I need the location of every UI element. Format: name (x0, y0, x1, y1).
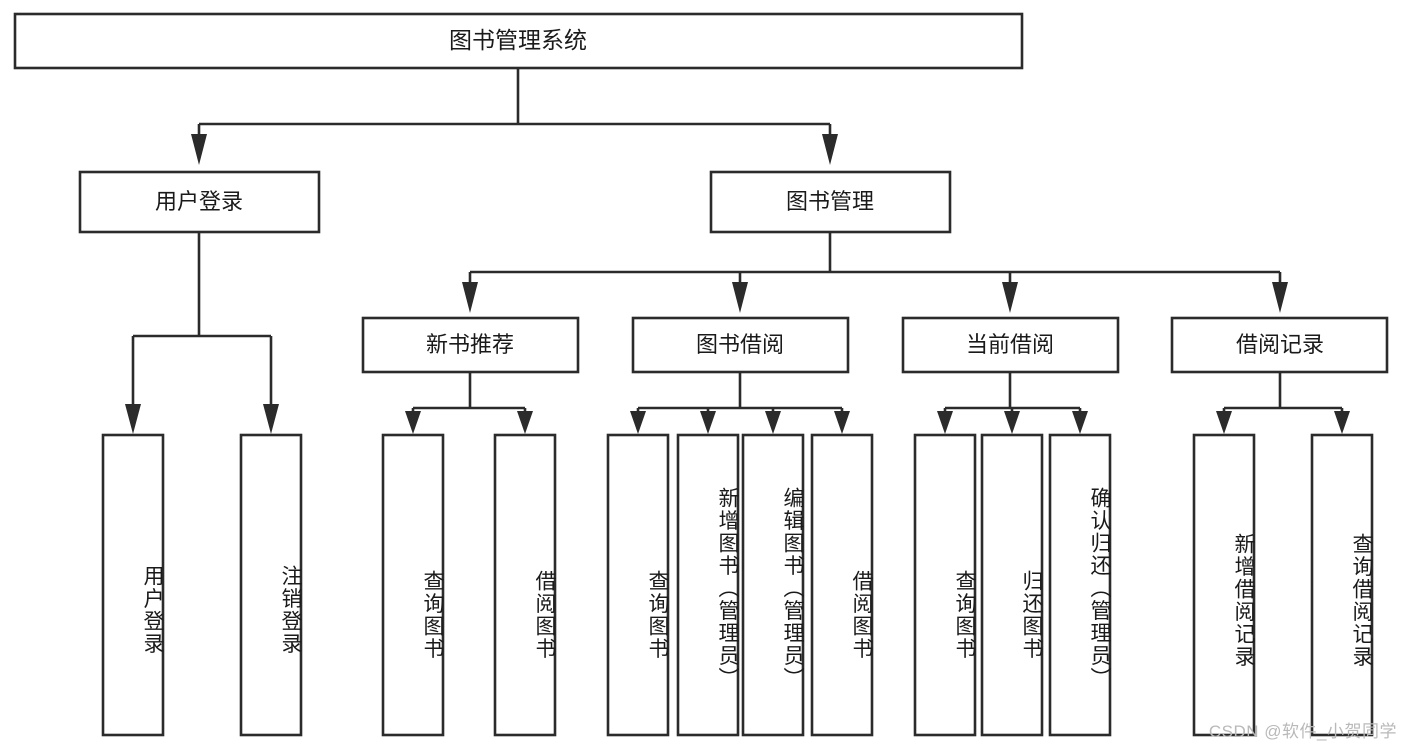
leaf-box-query-book-2[interactable] (606, 433, 670, 737)
watermark-text: CSDN @软件_小贺同学 (1208, 722, 1397, 741)
leaf-box-user-login[interactable] (101, 433, 165, 737)
node-borrow-record[interactable]: 借阅记录 (1170, 316, 1389, 374)
leaf-box-add-book[interactable] (676, 433, 740, 737)
node-book-manage[interactable]: 图书管理 (709, 170, 952, 234)
leaf-box-borrow-book-2[interactable] (810, 433, 874, 737)
arrowhead-to-new-book-recommend (462, 282, 478, 313)
leaf-box-query-book-3[interactable] (913, 433, 977, 737)
arrowhead-leaf-query-book-1 (405, 411, 421, 434)
node-book-borrow-label: 图书借阅 (696, 332, 784, 357)
leaf-box-query-record[interactable] (1310, 433, 1374, 737)
arrowhead-leaf-query-book-2 (630, 411, 646, 434)
arrowhead-leaf-borrow-book-2 (834, 411, 850, 434)
node-book-borrow-box[interactable] (631, 316, 850, 374)
leaf-box-borrow-book-1[interactable] (493, 433, 557, 737)
leaf-box-confirm-return[interactable] (1048, 433, 1112, 737)
node-root-box[interactable] (13, 12, 1024, 70)
node-root-label: 图书管理系统 (449, 27, 587, 53)
leaf-box-logout[interactable] (239, 433, 303, 737)
node-new-book-recommend-box[interactable] (361, 316, 580, 374)
arrowhead-leaf-edit-book (765, 411, 781, 434)
node-new-book-recommend[interactable]: 新书推荐 (361, 316, 580, 374)
node-current-borrow-box[interactable] (901, 316, 1120, 374)
arrowhead-leaf-return-book (1004, 411, 1020, 434)
leaf-box-add-record[interactable] (1192, 433, 1256, 737)
leaf-box-query-book-1[interactable] (381, 433, 445, 737)
leaf-box-edit-book[interactable] (741, 433, 805, 737)
node-book-manage-box[interactable] (709, 170, 952, 234)
arrowhead-to-borrow-record (1272, 282, 1288, 313)
arrowhead-to-book-borrow (732, 282, 748, 313)
arrowhead-to-book-manage (822, 134, 838, 165)
node-book-borrow[interactable]: 图书借阅 (631, 316, 850, 374)
node-borrow-record-box[interactable] (1170, 316, 1389, 374)
node-current-borrow[interactable]: 当前借阅 (901, 316, 1120, 374)
arrowhead-leaf-query-book-3 (937, 411, 953, 434)
node-borrow-record-label: 借阅记录 (1236, 332, 1324, 357)
arrowhead-to-current-borrow (1002, 282, 1018, 313)
leaf-box-return-book[interactable] (980, 433, 1044, 737)
arrowhead-leaf-add-book (700, 411, 716, 434)
arrowhead-to-user-login (191, 134, 207, 165)
arrowhead-leaf-confirm-return (1072, 411, 1088, 434)
node-new-book-recommend-label: 新书推荐 (426, 332, 514, 357)
arrowhead-leaf-user-login (125, 404, 141, 434)
node-user-login[interactable]: 用户登录 (78, 170, 321, 234)
node-user-login-label: 用户登录 (155, 189, 243, 214)
arrowhead-leaf-query-record (1334, 411, 1350, 434)
arrowhead-leaf-logout (263, 404, 279, 434)
arrowhead-leaf-add-record (1216, 411, 1232, 434)
node-root[interactable]: 图书管理系统 (13, 12, 1024, 70)
node-current-borrow-label: 当前借阅 (966, 332, 1054, 357)
arrowhead-leaf-borrow-book-1 (517, 411, 533, 434)
node-book-manage-label: 图书管理 (786, 189, 874, 214)
